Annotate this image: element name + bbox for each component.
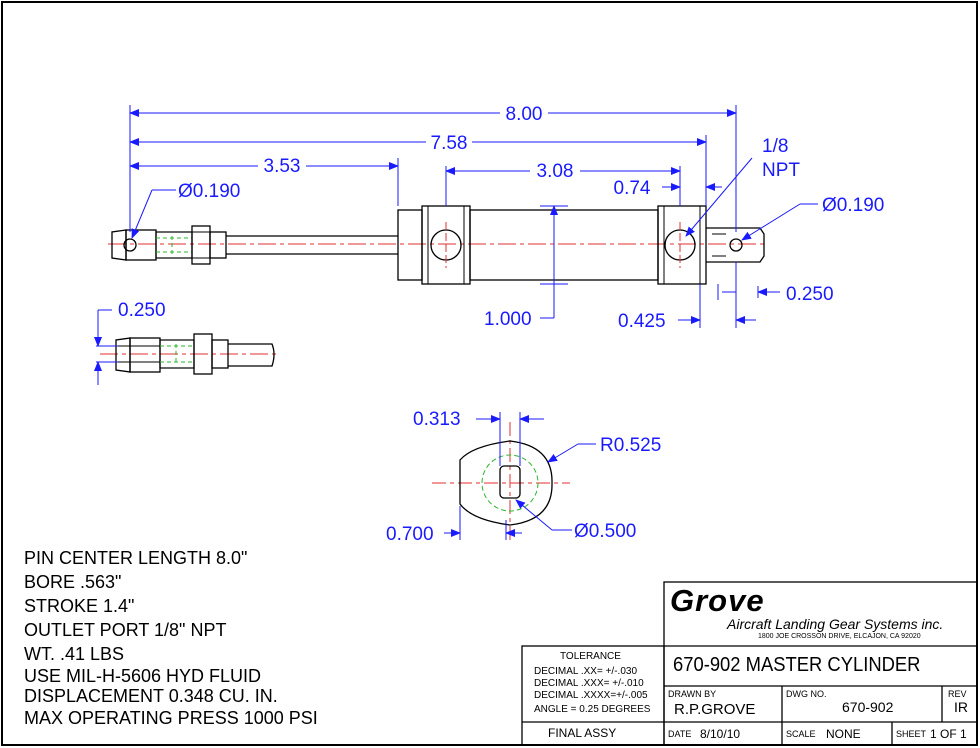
dim-clevis-slot: 0.250 [118,300,166,321]
right-pin-hole [729,238,743,252]
dim-flange-slot: 0.313 [413,409,461,430]
right-clevis [706,227,765,263]
dim-lug-length: 0.425 [618,311,666,332]
flange-outline [459,440,553,526]
dim-rod-length: 3.53 [264,156,301,177]
flange-slot [499,465,521,499]
drawing-description: 670-902 MASTER CYLINDER [673,654,921,676]
note-displacement: DISPLACEMENT 0.348 CU. IN. [24,686,278,706]
company-logo: Grove [670,583,765,618]
cylinder-gland [397,209,423,281]
note-weight: WT. .41 LBS [24,644,125,664]
tolerance-line: DECIMAL .XXX= +/-.010 [534,678,644,689]
tolerance-line: ANGLE = 0.25 DEGREES [534,704,651,715]
rev: IR [954,699,968,715]
dimension-lines [94,105,818,540]
note-fluid: USE MIL-H-5606 HYD FLUID [24,666,262,686]
note-pin-center: PIN CENTER LENGTH 8.0" [24,548,248,568]
sheet-number: 1 OF 1 [930,727,967,741]
dim-clevis-width: 0.250 [786,284,834,305]
title-block-grid [521,581,978,746]
company-address: 1800 JOE CROSSON DRIVE, ELCAJON, CA 9202… [758,633,921,640]
dim-port-spacing: 3.08 [537,161,574,182]
dwg-no: 670-902 [842,699,894,715]
dim-body-height: 1.000 [484,309,532,330]
dim-right-pin-hole: Ø0.190 [822,195,884,216]
drawn-by: R.P.GROVE [674,701,756,718]
note-max-pressure: MAX OPERATING PRESS 1000 PSI [24,708,318,728]
drawn-by-label: DRAWN BY [668,689,717,699]
dim-body-length: 7.58 [431,133,468,154]
dim-flange-width: 0.700 [386,524,434,545]
flange-bore [481,454,539,512]
left-pin-hole [123,238,137,252]
dim-flange-radius: R0.525 [600,435,661,456]
cylinder-side-view [108,205,768,285]
final-assy: FINAL ASSY [548,726,617,740]
dim-left-pin-hole: Ø0.190 [178,181,240,202]
tolerance-line: DECIMAL .XX= +/-.030 [534,666,638,677]
rev-label: REV [948,689,967,699]
scale-label: SCALE [786,729,816,739]
note-outlet-port: OUTLET PORT 1/8" NPT [24,620,227,640]
company-full-name: Aircraft Landing Gear Systems inc. [727,616,944,632]
cylinder-barrel [469,209,659,281]
cylinder-lug-right [657,205,707,285]
dim-bore-diameter: Ø0.500 [574,521,636,542]
dwg-no-label: DWG NO. [786,689,827,699]
sheet-label: SHEET [896,729,927,739]
scale: NONE [826,727,861,741]
dim-port-size: 1/8 NPT [762,136,800,181]
date: 8/10/10 [700,727,741,741]
note-bore: BORE .563" [24,572,122,592]
tolerance-line: DECIMAL .XXXX=+/-.005 [534,690,648,701]
date-label: DATE [668,729,692,739]
clevis-detail-view [100,333,280,375]
dim-port-offset: 0.74 [614,178,651,199]
tolerance-title: TOLERANCE [560,651,621,662]
dim-overall-length: 8.00 [506,104,543,125]
flange-end-view [432,422,570,542]
note-stroke: STROKE 1.4" [24,596,135,616]
